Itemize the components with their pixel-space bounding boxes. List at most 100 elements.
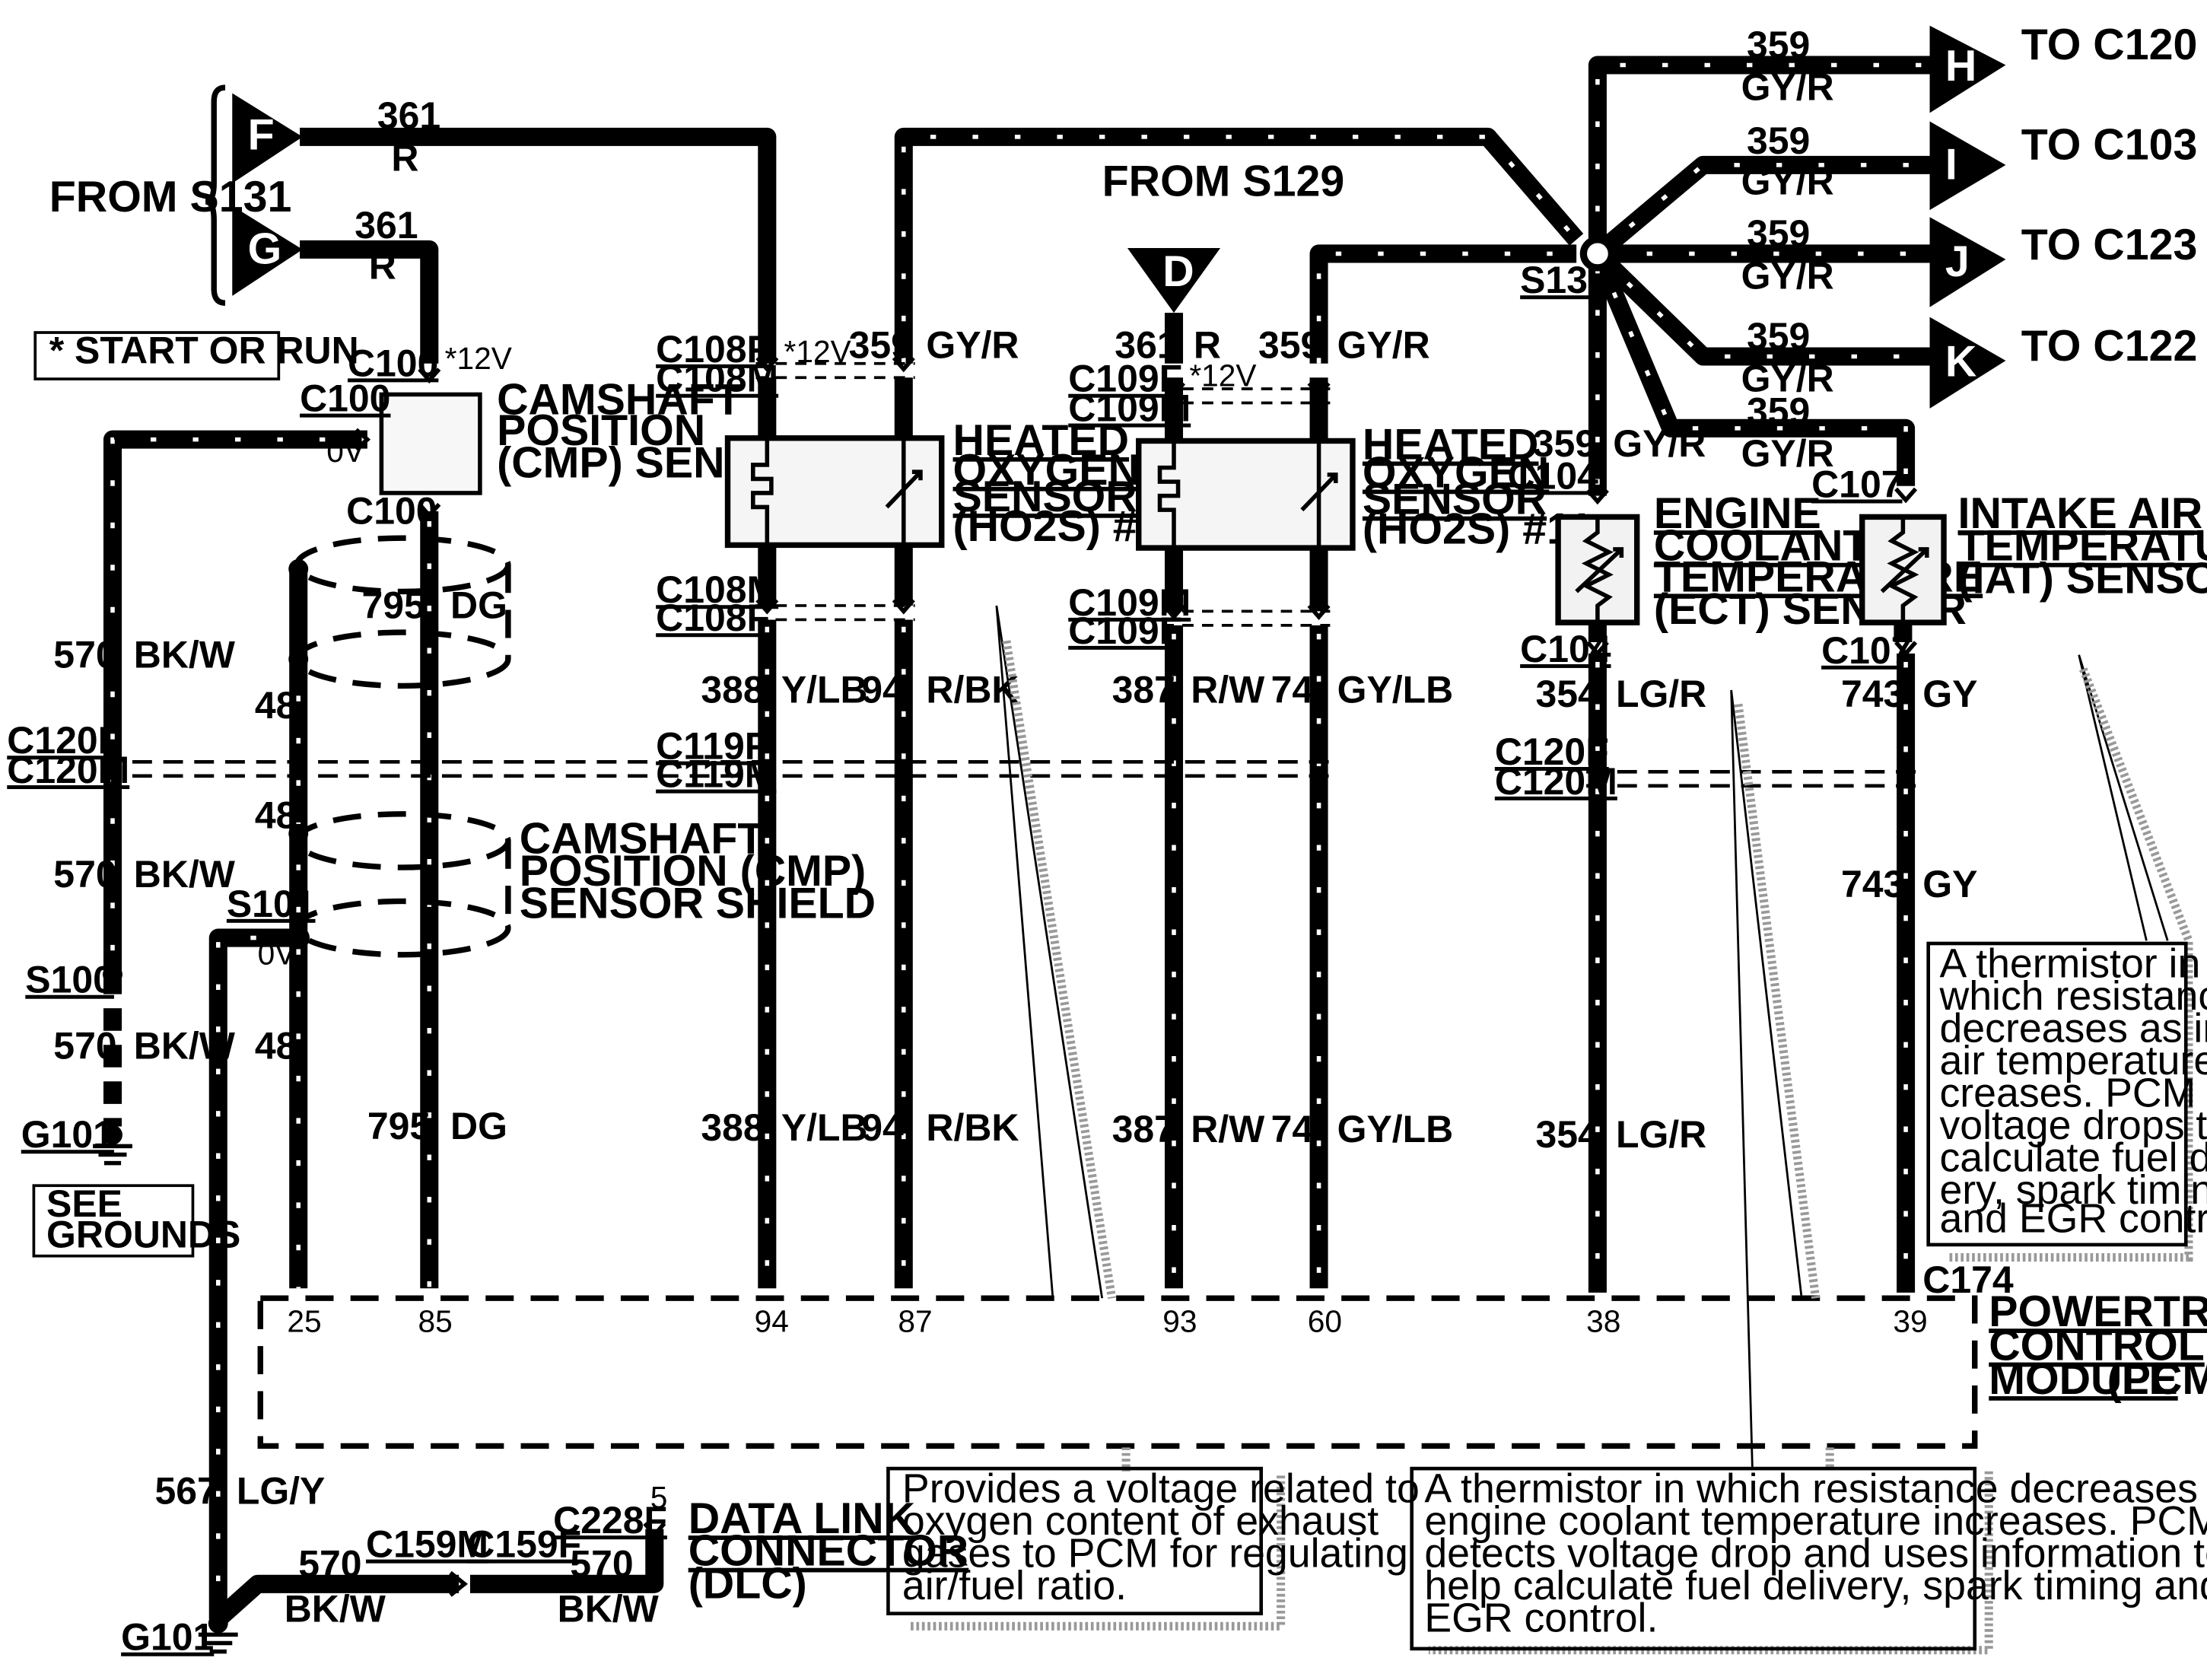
wire-color: Y/LB bbox=[781, 1106, 868, 1149]
splice-label: S135 bbox=[1520, 259, 1609, 301]
connector-d-label: D bbox=[1162, 247, 1194, 296]
voltage-label: 0V bbox=[258, 937, 296, 972]
see-grounds-label: SEE bbox=[46, 1182, 122, 1225]
connector-h-label: H bbox=[1945, 42, 1976, 91]
wire-number: 567 bbox=[155, 1469, 218, 1512]
ho2s-note-box bbox=[886, 1466, 1264, 1615]
connector-label: C174 bbox=[1922, 1258, 2014, 1301]
note-line: EGR control. bbox=[1424, 1596, 1658, 1641]
destination-label: TO C123 bbox=[2021, 221, 2198, 269]
pcm-pin: 93 bbox=[1162, 1304, 1197, 1339]
shield-ovals bbox=[294, 535, 511, 958]
wire-color: GY/R bbox=[1741, 66, 1834, 109]
note-line: and EGR control. bbox=[1939, 1195, 2207, 1241]
wire-number: 743 bbox=[1841, 863, 1904, 905]
wire-color: BK/W bbox=[134, 633, 236, 676]
note-line: help calculate fuel delivery, spark timi… bbox=[1424, 1563, 2207, 1608]
ho2s11-sensor bbox=[1136, 438, 1356, 551]
destination-label: TO C103 bbox=[2021, 120, 2198, 169]
wire-number: 387 bbox=[1112, 1108, 1175, 1150]
wire-color: GY/R bbox=[1741, 432, 1834, 475]
connector-h-icon bbox=[1929, 25, 2006, 113]
shield-label: SENSOR SHIELD bbox=[520, 880, 876, 928]
shield-label: CAMSHAFT bbox=[520, 815, 765, 864]
output-connectors: H I J K bbox=[1929, 25, 2006, 409]
wire-number: 359 bbox=[849, 323, 912, 366]
connector-j-icon bbox=[1929, 217, 2006, 307]
ground-label: G101 bbox=[121, 1616, 214, 1659]
connector-i-icon bbox=[1929, 121, 2006, 211]
connector-label: C108F bbox=[656, 597, 770, 639]
pcm-pin: 25 bbox=[287, 1304, 321, 1339]
wire-number: 743 bbox=[1841, 673, 1904, 715]
wire-570-dlc-b bbox=[469, 1529, 664, 1593]
iat-note-box bbox=[1926, 941, 2188, 1247]
wire-number: 359 bbox=[1747, 315, 1810, 358]
wire-number: 48 bbox=[255, 794, 297, 836]
cmp-sensor-icon bbox=[379, 392, 482, 495]
wire-color: Y/LB bbox=[781, 669, 868, 711]
connector-label: C228F bbox=[553, 1499, 667, 1542]
ground-label: G101 bbox=[21, 1113, 114, 1156]
wire-number: 388 bbox=[701, 1106, 764, 1149]
wire-361-r-g bbox=[300, 240, 439, 364]
wire-color: LG/Y bbox=[237, 1469, 326, 1512]
connector-label: C104 bbox=[1507, 454, 1598, 497]
ho2s21-label: HEATED bbox=[953, 416, 1130, 465]
ground-icon bbox=[198, 1613, 238, 1654]
note-line: calculate fuel deliv- bbox=[1939, 1135, 2207, 1181]
note-line: which resistance bbox=[1938, 973, 2207, 1019]
pcm-box bbox=[257, 1295, 1978, 1449]
connector-label: C120M bbox=[1495, 760, 1617, 803]
ect-note-box bbox=[1410, 1466, 1977, 1651]
wire-number: 570 bbox=[570, 1543, 633, 1586]
connector-label: C100 bbox=[348, 342, 438, 384]
wire-color: DG bbox=[450, 584, 507, 627]
note-line: ery, spark timing bbox=[1939, 1167, 2207, 1213]
wire-number: 359 bbox=[1533, 422, 1596, 465]
start-or-run-label: * START OR RUN bbox=[49, 329, 359, 372]
wire-color: GY/R bbox=[1337, 323, 1430, 366]
wire-number: 795 bbox=[367, 1105, 431, 1147]
wire-number: 74 bbox=[1271, 669, 1314, 711]
wire-color: GY bbox=[1922, 673, 1977, 715]
wire-number: 354 bbox=[1535, 673, 1599, 715]
dlc-label: CONNECTOR bbox=[688, 1527, 969, 1576]
wire-number: 359 bbox=[1258, 323, 1321, 366]
wire-number: 570 bbox=[53, 1025, 116, 1068]
wire-color: R/BK bbox=[926, 1106, 1019, 1149]
pcm-label: (PCM) bbox=[2107, 1355, 2207, 1404]
connector-k-icon bbox=[1929, 317, 2006, 409]
wire-color: BK/W bbox=[134, 853, 236, 896]
from-s131-label: FROM S131 bbox=[49, 173, 292, 221]
wire-number: 388 bbox=[701, 669, 764, 711]
connector-label: C109F bbox=[1068, 609, 1182, 652]
connector-label: C109F bbox=[1068, 358, 1182, 400]
voltage-label: *12V bbox=[1189, 358, 1256, 393]
wire-color: GY/R bbox=[926, 323, 1019, 366]
connector-label: C120F bbox=[7, 719, 121, 762]
connector-g-icon bbox=[232, 205, 303, 296]
pcm-pin: 38 bbox=[1586, 1304, 1620, 1339]
wire-color: R bbox=[1194, 323, 1221, 366]
wire-color: GY/R bbox=[1613, 422, 1706, 465]
wire-number: 48 bbox=[255, 684, 297, 727]
ho2s-note: Provides a voltage related to oxygen con… bbox=[902, 1465, 1420, 1608]
wire-number: 570 bbox=[53, 853, 116, 896]
note-line: air temperature in- bbox=[1939, 1038, 2207, 1083]
wire-number: 795 bbox=[361, 584, 425, 627]
wire-359-to-c122 bbox=[1591, 247, 1935, 366]
wire-number: 359 bbox=[1747, 390, 1810, 432]
wire-color: R/W bbox=[1191, 669, 1265, 711]
note-line: detects voltage drop and uses informatio… bbox=[1424, 1531, 2207, 1577]
wire-number: 354 bbox=[1535, 1113, 1599, 1156]
ho2s11-label: (HO2S) #11 bbox=[1363, 505, 1593, 554]
connector-j-label: J bbox=[1945, 237, 1970, 286]
wire-color: GY/R bbox=[1741, 255, 1834, 298]
wire-567-lgy bbox=[208, 928, 299, 1620]
wire-number: 359 bbox=[1747, 212, 1810, 255]
wire-number: 74 bbox=[1271, 1108, 1314, 1150]
wire-color: GY/R bbox=[1741, 161, 1834, 203]
destination-label: TO C122 bbox=[2021, 322, 2198, 371]
